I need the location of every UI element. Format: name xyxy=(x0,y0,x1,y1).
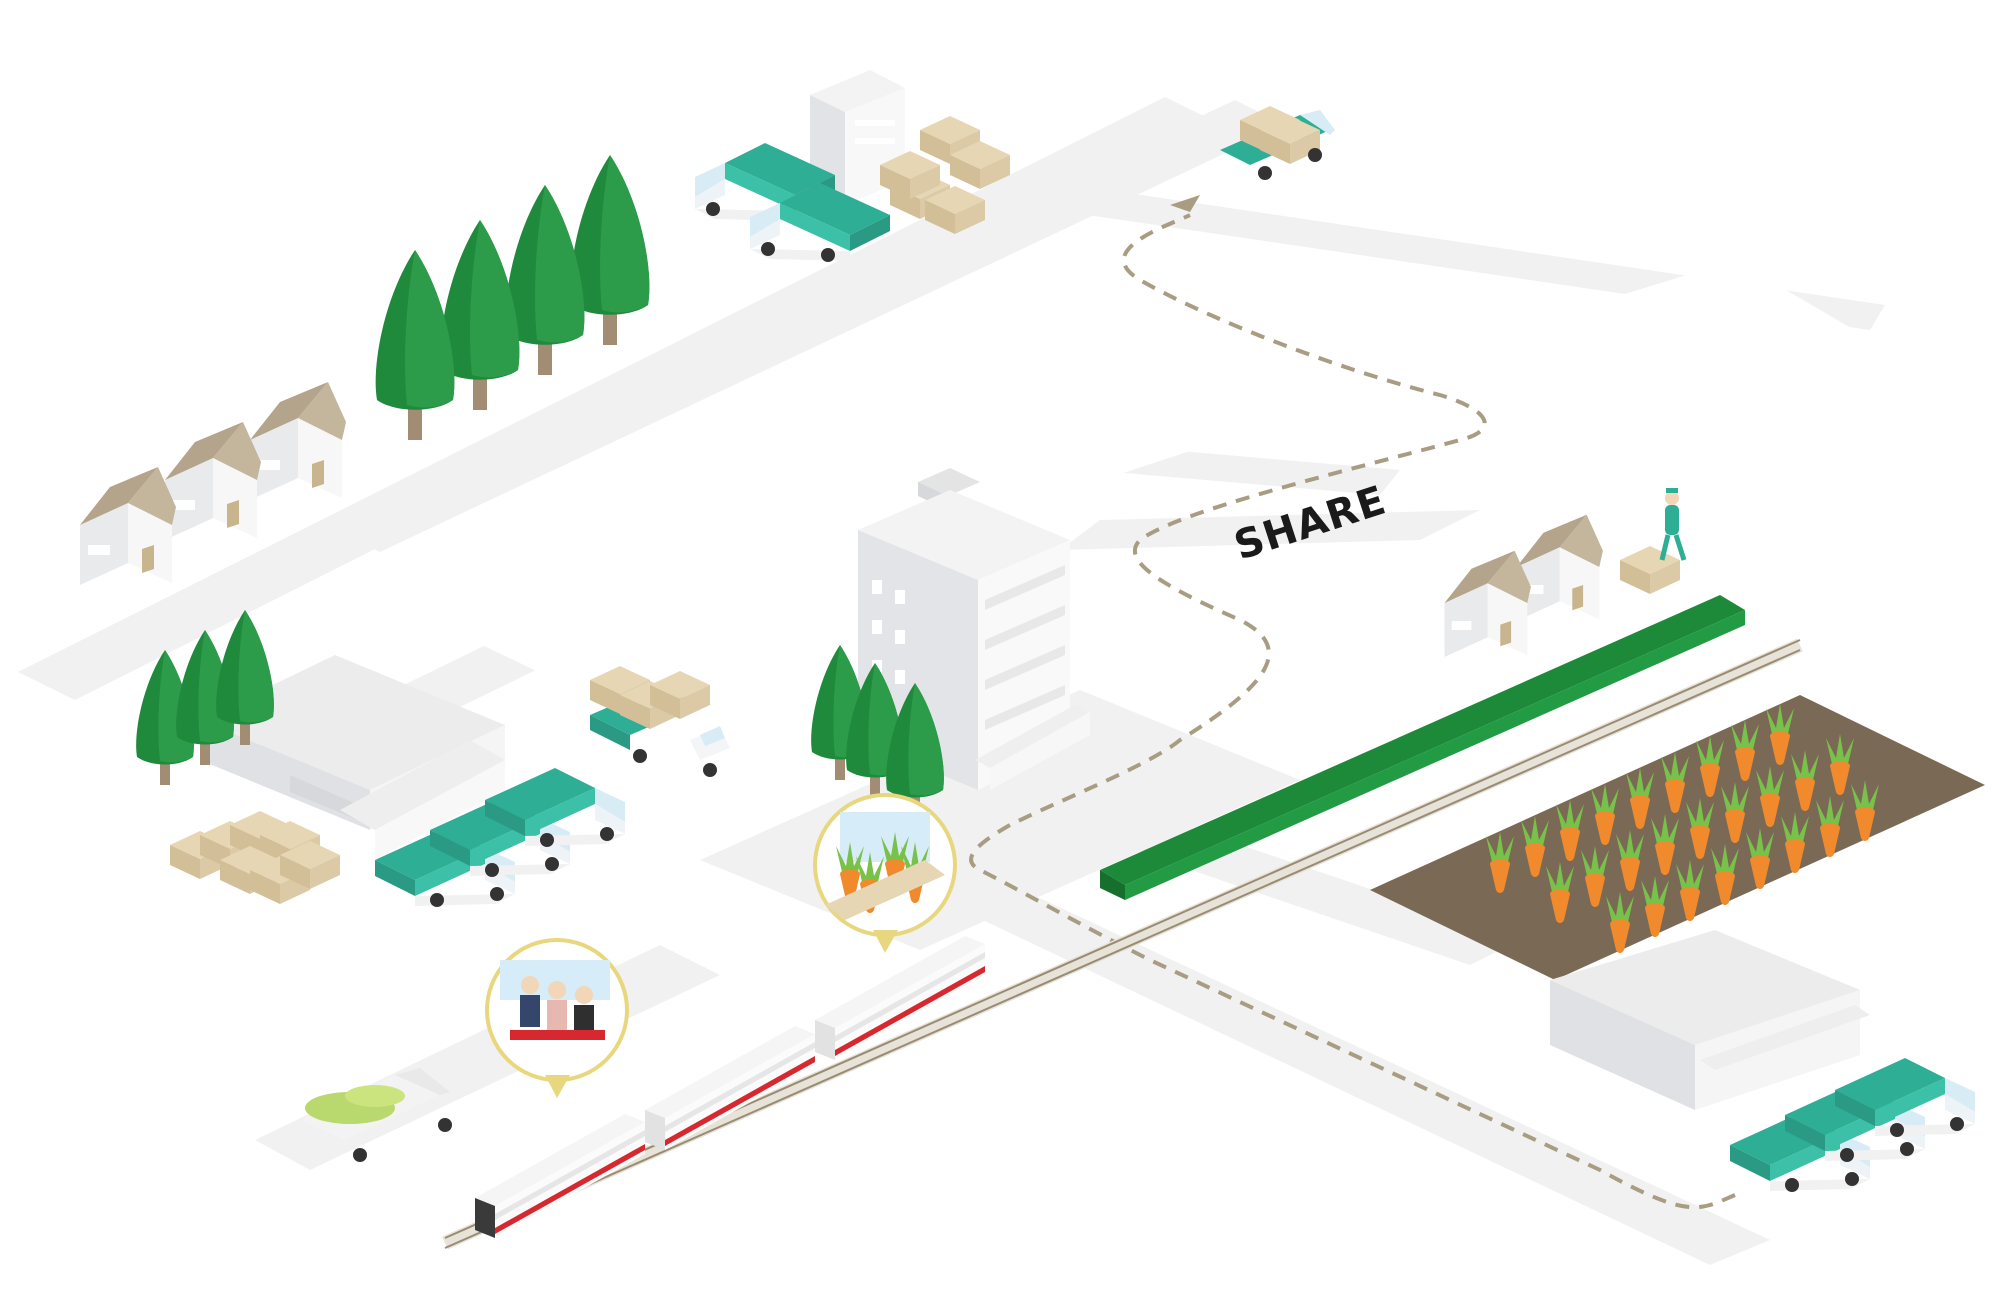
cardboard-box-icon xyxy=(170,811,340,904)
house-icon xyxy=(250,382,346,500)
route-arrow-icon xyxy=(1170,195,1200,212)
tree-icon xyxy=(375,250,455,440)
passenger-callout-icon xyxy=(485,938,629,1098)
lots xyxy=(430,260,1880,735)
hedge xyxy=(1100,595,1745,900)
delivery-truck-icon xyxy=(590,666,730,777)
carrot-field xyxy=(1370,695,1985,980)
warehouse-icon xyxy=(1550,930,1870,1110)
top-depot xyxy=(695,70,1335,262)
cargo-callout-icon xyxy=(813,793,957,953)
warehouse-icon xyxy=(200,655,505,860)
share-label: SHARE xyxy=(1229,477,1392,569)
office-building-icon xyxy=(858,468,1090,790)
house-icon xyxy=(165,422,261,540)
delivery-truck-icon xyxy=(300,1068,452,1162)
worker-with-cart-icon xyxy=(1620,488,1687,594)
train-icon xyxy=(475,936,985,1238)
delivery-truck-icon xyxy=(1220,106,1335,180)
house-icon xyxy=(80,467,176,585)
